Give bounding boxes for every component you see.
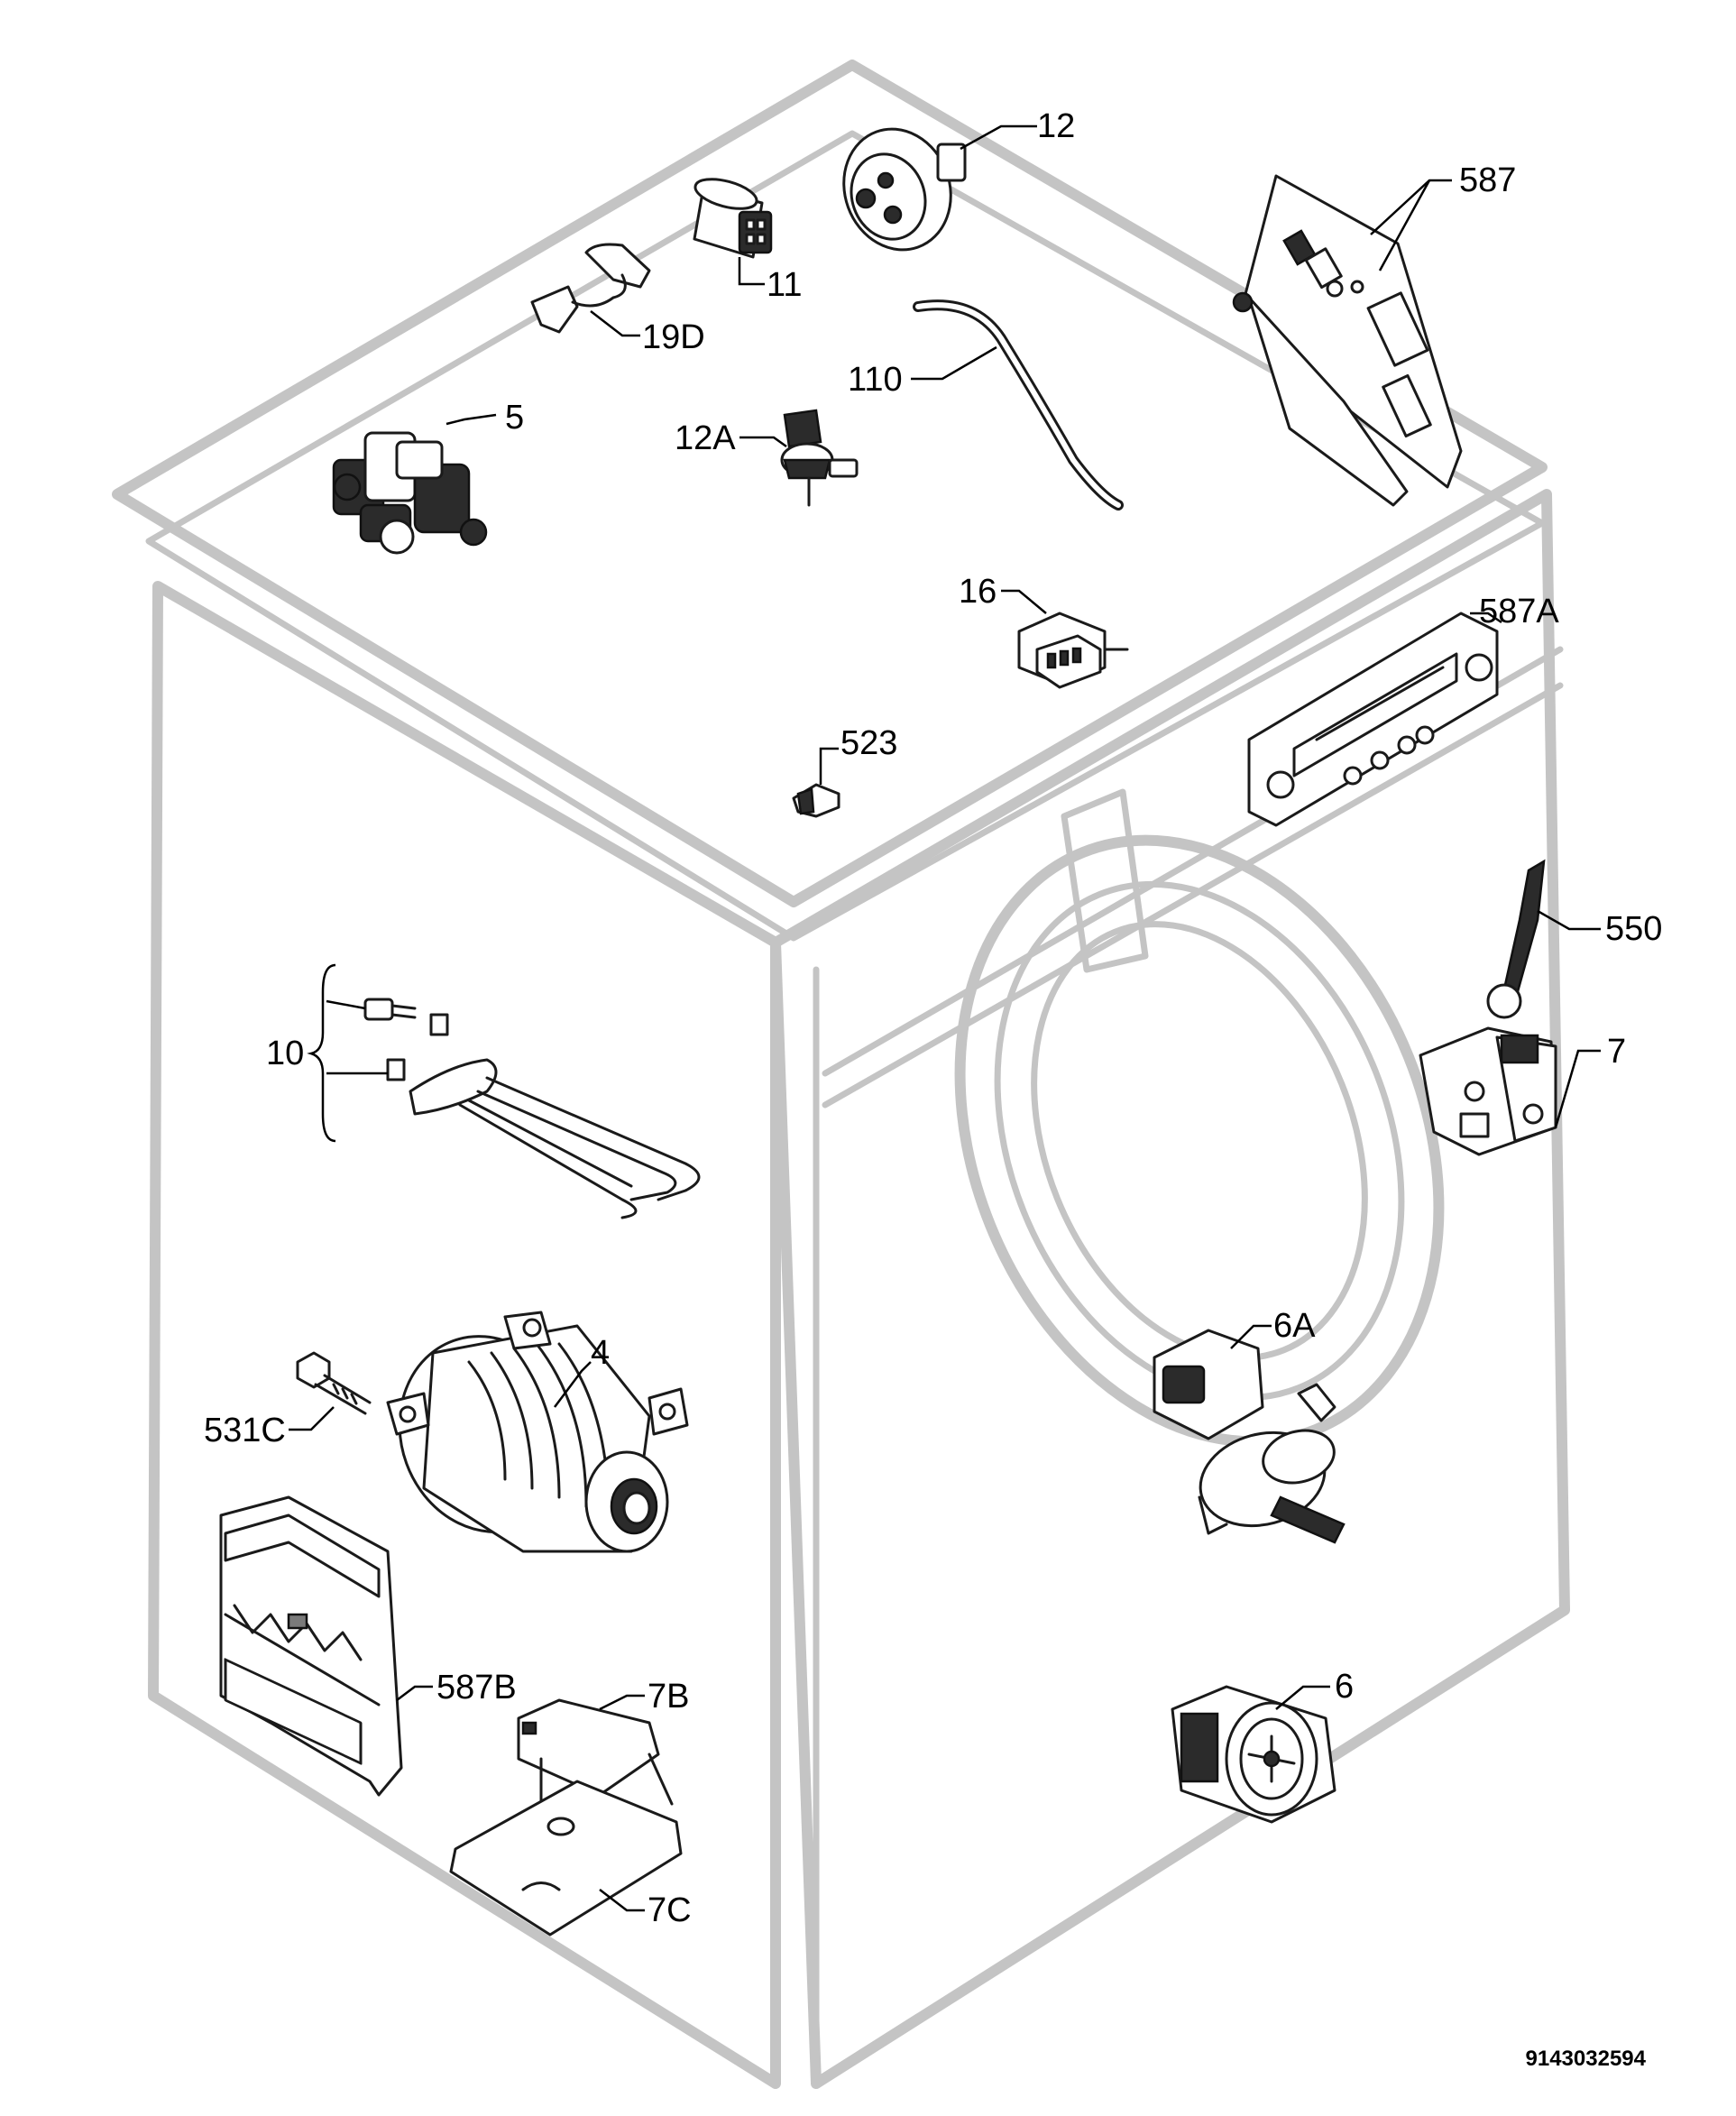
label-10: 10	[266, 1035, 304, 1072]
part-531c-screw	[296, 1351, 372, 1415]
part-12a-pressure-sensor	[780, 409, 859, 507]
label-6: 6	[1335, 1668, 1354, 1706]
part-6a-drain-pump	[1153, 1329, 1346, 1544]
part-550-door-lock	[1486, 859, 1546, 1019]
leader-lines	[289, 124, 1601, 1912]
label-7: 7	[1607, 1033, 1626, 1071]
part-523-clip	[792, 783, 840, 818]
part-16-switch	[1017, 612, 1129, 689]
label-4: 4	[591, 1334, 610, 1372]
label-7b: 7B	[648, 1678, 689, 1716]
callout-labels: 12 587 11 19D 110 5 12A 16 587A 523 550 …	[204, 107, 1662, 1929]
label-12a: 12A	[675, 419, 736, 457]
document-id: 9143032594	[1526, 2047, 1647, 2071]
part-5-inlet-valve	[332, 431, 488, 555]
part-4-motor	[386, 1311, 689, 1553]
label-550: 550	[1605, 910, 1662, 948]
part-12-pressure-switch	[842, 127, 967, 252]
part-6-pump-filter	[1171, 1685, 1336, 1824]
label-12: 12	[1037, 107, 1075, 145]
part-19d-cable-clip	[530, 243, 651, 334]
part-587a-control-panel	[1247, 612, 1499, 827]
part-110-hose	[913, 299, 1124, 511]
label-19d: 19D	[642, 318, 705, 356]
label-531c: 531C	[204, 1412, 286, 1449]
label-523: 523	[840, 724, 897, 762]
part-7-interlock	[1419, 1026, 1557, 1156]
label-110: 110	[848, 361, 903, 399]
label-587a: 587A	[1479, 593, 1559, 630]
part-587b-electronic-module	[219, 1495, 403, 1797]
part-7c-base-plate	[449, 1780, 683, 1937]
part-587-electronic-board	[1232, 174, 1463, 507]
label-11: 11	[767, 266, 802, 304]
label-16: 16	[959, 573, 997, 611]
label-587b: 587B	[436, 1669, 517, 1707]
label-6a: 6A	[1273, 1307, 1316, 1345]
part-11-capacitor	[693, 178, 773, 259]
label-5: 5	[505, 399, 524, 437]
part-10-heating-element	[363, 998, 701, 1219]
label-587: 587	[1459, 161, 1516, 199]
label-7c: 7C	[648, 1891, 692, 1929]
